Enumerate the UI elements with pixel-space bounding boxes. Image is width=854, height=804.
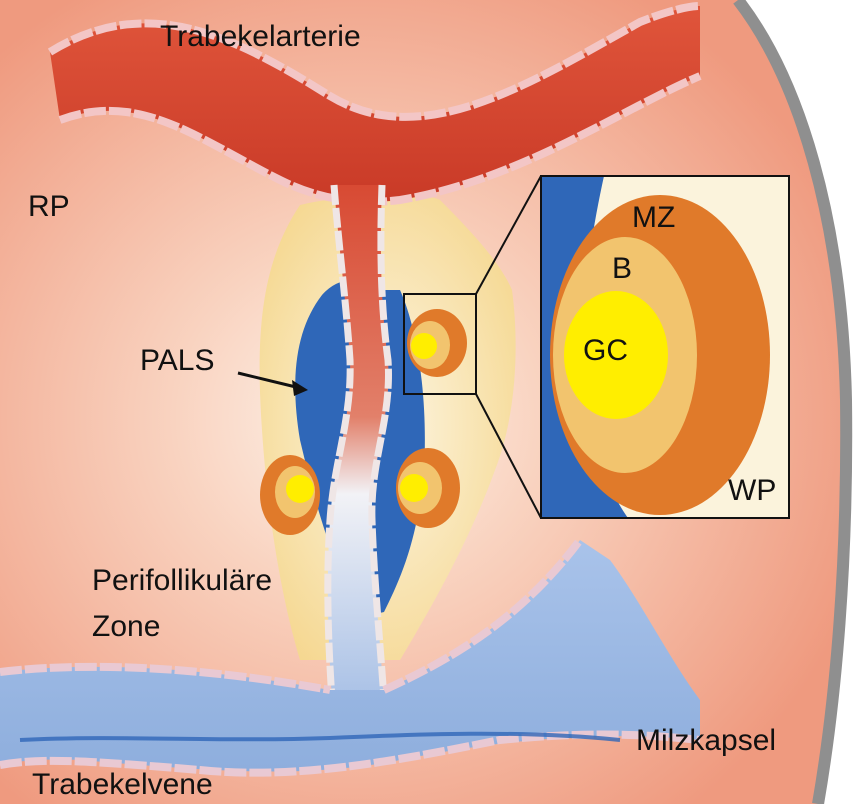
label-milzkapsel: Milzkapsel bbox=[636, 726, 776, 756]
label-inset-gc: GC bbox=[583, 336, 628, 366]
label-inset-wp: WP bbox=[728, 476, 776, 506]
label-zone: Zone bbox=[92, 612, 160, 642]
follicle-upper-right bbox=[407, 309, 467, 377]
label-inset-mz: MZ bbox=[632, 203, 675, 233]
label-perifollikulaere: Perifollikuläre bbox=[92, 566, 272, 596]
follicle-lower-right bbox=[396, 448, 460, 528]
label-trabekelarterie: Trabekelarterie bbox=[160, 22, 361, 52]
label-rp: RP bbox=[28, 192, 70, 222]
label-inset-b: B bbox=[612, 254, 632, 284]
label-pals: PALS bbox=[140, 346, 215, 376]
follicle-lower-left bbox=[260, 455, 320, 535]
label-trabekelvene: Trabekelvene bbox=[32, 770, 213, 800]
